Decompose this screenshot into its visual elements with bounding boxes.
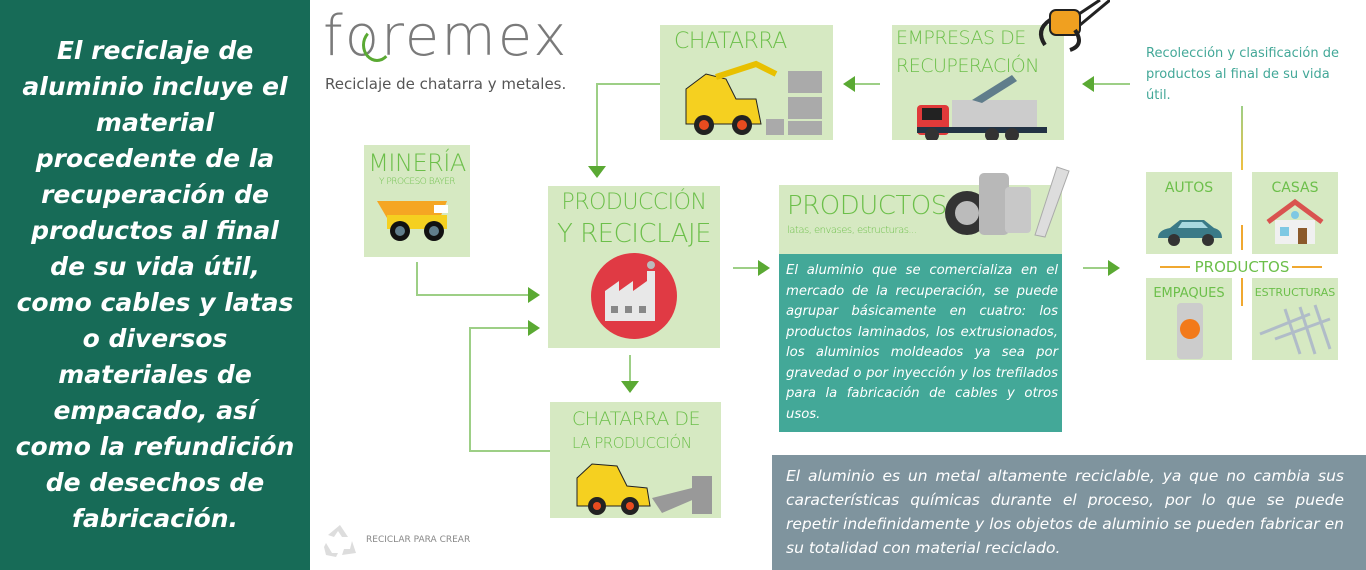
- mineria-box: MINERÍA Y PROCESO BAYER: [364, 145, 470, 257]
- house-icon: [1266, 198, 1324, 244]
- flow-line: [733, 267, 759, 269]
- flow-line: [596, 83, 598, 168]
- mineria-subtitle: Y PROCESO BAYER: [378, 177, 456, 187]
- arrow-down-icon: [621, 381, 639, 393]
- intro-text: El reciclaje de aluminio incluye el mate…: [15, 36, 295, 533]
- empresas-title-2: RECUPERACIÓN: [896, 55, 1039, 77]
- product-casas: CASAS: [1252, 172, 1338, 254]
- product-autos-label: AUTOS: [1164, 180, 1214, 196]
- product-estructuras-label: ESTRUCTURAS: [1254, 286, 1336, 299]
- productos-subtitle: latas, envases, estructuras...: [787, 225, 917, 236]
- flow-line: [470, 450, 550, 452]
- footer-label: RECICLAR PARA CREAR: [366, 535, 471, 545]
- arrow-left-icon: [1082, 76, 1094, 92]
- can-icon: [1177, 303, 1203, 359]
- flow-line: [416, 262, 418, 296]
- flow-line: [416, 294, 528, 296]
- productos-title: PRODUCTOS: [787, 191, 947, 221]
- skid-loader-icon: [685, 60, 822, 135]
- arrow-down-icon: [588, 166, 606, 178]
- logo: foremex: [323, 4, 569, 69]
- divider-line: [1292, 266, 1322, 268]
- chatarra-title: CHATARRA: [674, 29, 787, 54]
- productos-description-box: El aluminio que se comercializa en el me…: [779, 254, 1062, 432]
- aluminum-products-icon: [945, 166, 1070, 238]
- produccion-title-1: PRODUCCIÓN: [561, 190, 707, 215]
- flow-line: [469, 327, 471, 452]
- bottom-note: El aluminio es un metal altamente recicl…: [786, 467, 1344, 557]
- skid-loader-icon: [576, 463, 712, 515]
- car-icon: [1158, 220, 1222, 246]
- divider-line: [1241, 106, 1243, 170]
- product-casas-label: CASAS: [1271, 180, 1319, 196]
- bottom-note-box: El aluminio es un metal altamente recicl…: [772, 455, 1366, 570]
- flow-line: [596, 83, 660, 85]
- product-grid-label: PRODUCTOS: [1194, 258, 1290, 276]
- dump-truck-icon: [377, 201, 448, 241]
- product-autos: AUTOS: [1146, 172, 1232, 254]
- arrow-left-icon: [843, 76, 855, 92]
- chatarra-produccion-title-2: LA PRODUCCIÓN: [572, 434, 692, 452]
- arrow-right-icon: [1108, 260, 1120, 276]
- produccion-title-2: Y RECICLAJE: [556, 219, 712, 249]
- product-empaques: EMPAQUES: [1146, 278, 1232, 360]
- produccion-box: PRODUCCIÓN Y RECICLAJE: [548, 186, 720, 348]
- flow-line: [1094, 83, 1130, 85]
- logo-o-accent: [362, 28, 392, 62]
- arrow-right-icon: [528, 287, 540, 303]
- flow-line: [855, 83, 880, 85]
- arrow-right-icon: [758, 260, 770, 276]
- flow-line: [1083, 267, 1109, 269]
- intro-panel: El reciclaje de aluminio incluye el mate…: [0, 0, 310, 570]
- flow-line: [629, 355, 631, 383]
- productos-description: El aluminio que se comercializa en el me…: [786, 263, 1058, 422]
- factory-icon: [591, 253, 677, 339]
- empresas-box: EMPRESAS DE RECUPERACIÓN: [892, 25, 1064, 140]
- product-estructuras: ESTRUCTURAS: [1252, 278, 1338, 360]
- crane-claw-icon: [1039, 0, 1110, 52]
- chatarra-box: CHATARRA: [660, 25, 833, 140]
- chatarra-produccion-title-1: CHATARRA DE: [572, 408, 701, 430]
- arrow-right-icon: [528, 320, 540, 336]
- structure-icon: [1259, 304, 1332, 355]
- empresas-title-1: EMPRESAS DE: [896, 27, 1026, 49]
- divider-line: [1160, 266, 1190, 268]
- truck-icon: [917, 75, 1047, 140]
- flow-line: [469, 327, 529, 329]
- divider-line: [1241, 225, 1243, 250]
- recycle-icon: [324, 525, 356, 557]
- product-empaques-label: EMPAQUES: [1153, 286, 1225, 301]
- chatarra-produccion-box: CHATARRA DE LA PRODUCCIÓN: [550, 402, 721, 518]
- recoleccion-text: Recolección y clasificación de productos…: [1146, 46, 1339, 103]
- mineria-title: MINERÍA: [368, 149, 466, 177]
- divider-line: [1241, 278, 1243, 306]
- logo-tagline: Reciclaje de chatarra y metales.: [325, 75, 567, 93]
